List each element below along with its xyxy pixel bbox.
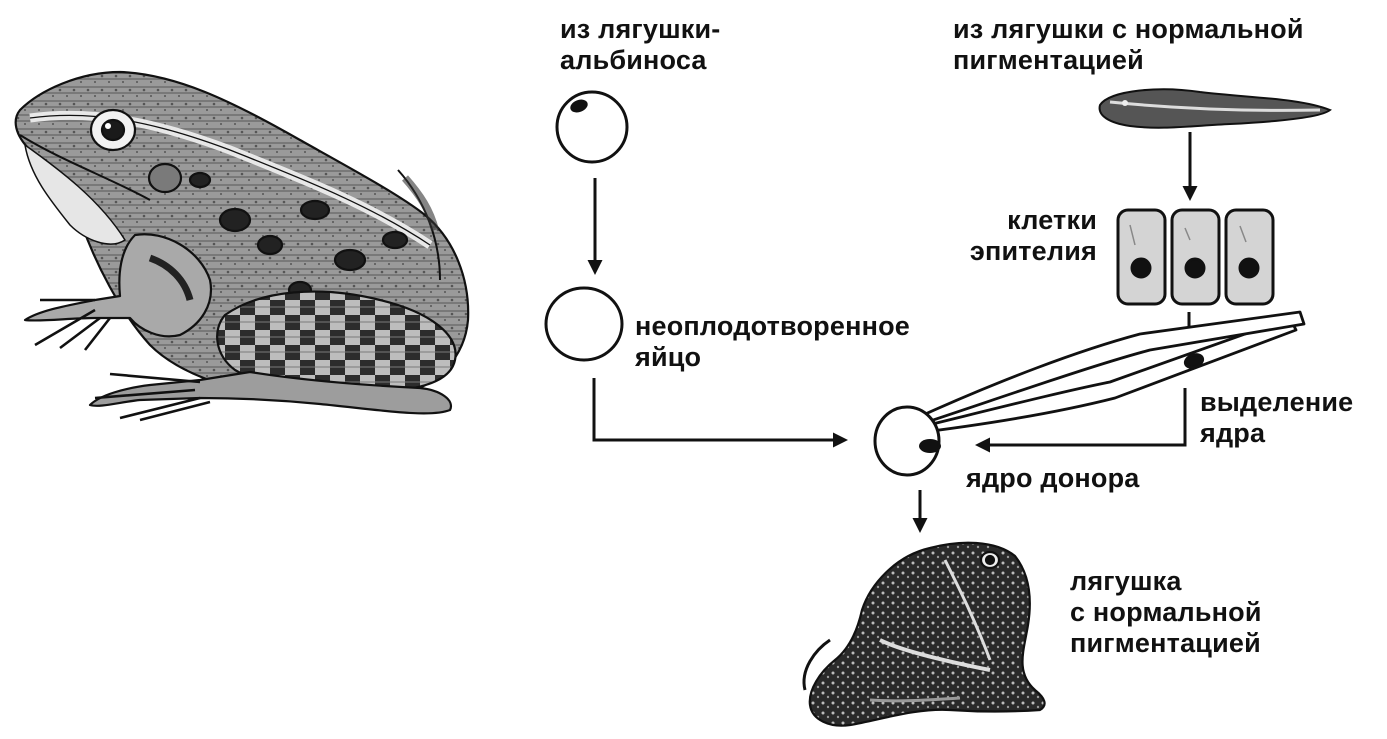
label-normal-source: из лягушки с нормальной пигментацией <box>953 14 1304 76</box>
label-normal-line-1: из лягушки с нормальной <box>953 14 1304 45</box>
recipient-egg-icon <box>875 407 941 475</box>
unfertilized-egg-icon <box>546 288 622 360</box>
label-normal-line-2: пигментацией <box>953 45 1304 76</box>
label-extraction-line-1: выделение <box>1200 387 1353 418</box>
label-epithelium: клетки эпителия <box>963 205 1097 267</box>
label-result-line-3: пигментацией <box>1070 628 1262 659</box>
epithelial-cells-icon <box>1118 210 1273 304</box>
label-extraction-line-2: ядра <box>1200 418 1353 449</box>
adult-frog-illustration <box>16 72 468 420</box>
label-nucleus-extraction: выделение ядра <box>1200 387 1353 449</box>
label-epithelium-line-2: эпителия <box>963 236 1097 267</box>
label-albino-source: из лягушки- альбиноса <box>560 14 721 76</box>
label-result-line-2: с нормальной <box>1070 597 1262 628</box>
label-egg-line-1: неоплодотворенное <box>635 311 910 342</box>
tadpole-icon <box>1100 89 1330 127</box>
label-result-frog: лягушка с нормальной пигментацией <box>1070 566 1262 659</box>
label-result-line-1: лягушка <box>1070 566 1262 597</box>
arrow-egg-to-recipient <box>594 378 845 440</box>
label-albino-line-1: из лягушки- <box>560 14 721 45</box>
label-donor-nucleus-text: ядро донора <box>966 463 1140 494</box>
label-unfertilized-egg: неоплодотворенное яйцо <box>635 311 910 373</box>
label-donor-nucleus: ядро донора <box>966 463 1140 494</box>
label-epithelium-line-1: клетки <box>963 205 1097 236</box>
label-egg-line-2: яйцо <box>635 342 910 373</box>
offspring-frog-illustration <box>804 543 1045 726</box>
label-albino-line-2: альбиноса <box>560 45 721 76</box>
albino-egg-icon <box>557 92 627 162</box>
